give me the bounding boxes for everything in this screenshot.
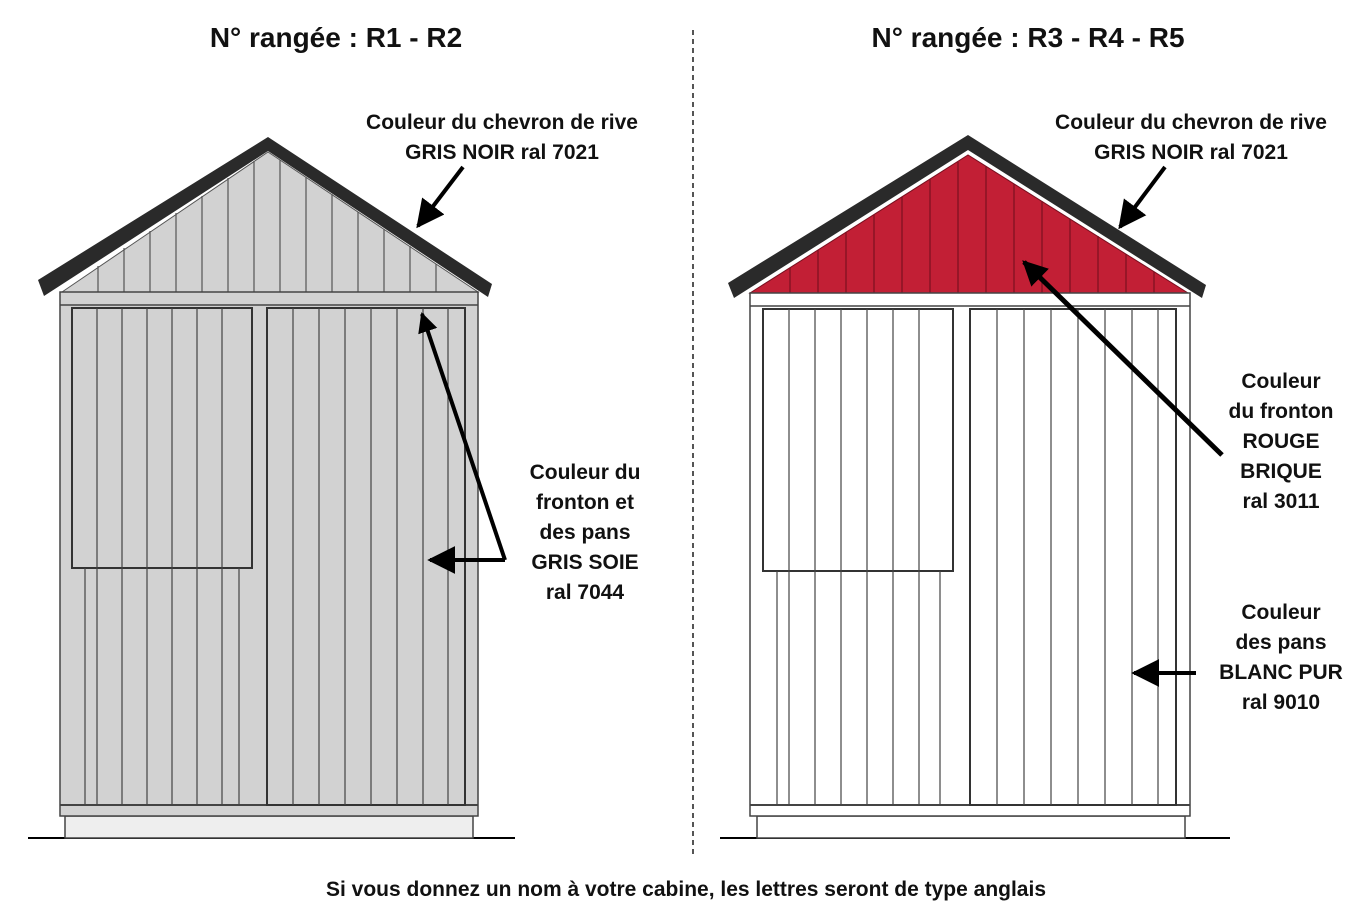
left-cabin-base <box>64 815 474 839</box>
left-window <box>71 307 253 569</box>
right-gable-boards <box>789 162 1155 293</box>
right-gable-arrow <box>1022 260 1224 457</box>
right-cabin <box>720 135 1230 839</box>
right-cabin-base <box>756 815 1186 839</box>
right-gable-label: Couleur du fronton ROUGE BRIQUE ral 3011 <box>1228 370 1334 513</box>
left-rafter-label: Couleur du chevron de rive GRIS NOIR ral… <box>366 111 638 164</box>
right-body-boards <box>776 309 1159 805</box>
left-body <box>59 291 479 817</box>
left-body-boards <box>84 308 449 805</box>
right-title: N° rangée : R3 - R4 - R5 <box>871 22 1185 53</box>
left-gable-arrow <box>418 312 507 561</box>
left-door <box>266 307 466 806</box>
left-rafter-arrow <box>416 165 465 229</box>
left-cabin <box>28 137 515 839</box>
left-title: N° rangée : R1 - R2 <box>209 22 463 53</box>
left-gable-boards <box>97 160 437 292</box>
left-panel-label: Couleur du fronton et des pans GRIS SOIE… <box>529 461 641 604</box>
footer-note: Si vous donnez un nom à votre cabine, le… <box>325 878 1047 901</box>
right-rafter-arrow <box>1118 165 1167 230</box>
right-window <box>762 308 954 572</box>
right-rafter-label: Couleur du chevron de rive GRIS NOIR ral… <box>1055 111 1327 164</box>
right-panel-label: Couleur des pans BLANC PUR ral 9010 <box>1219 601 1343 714</box>
